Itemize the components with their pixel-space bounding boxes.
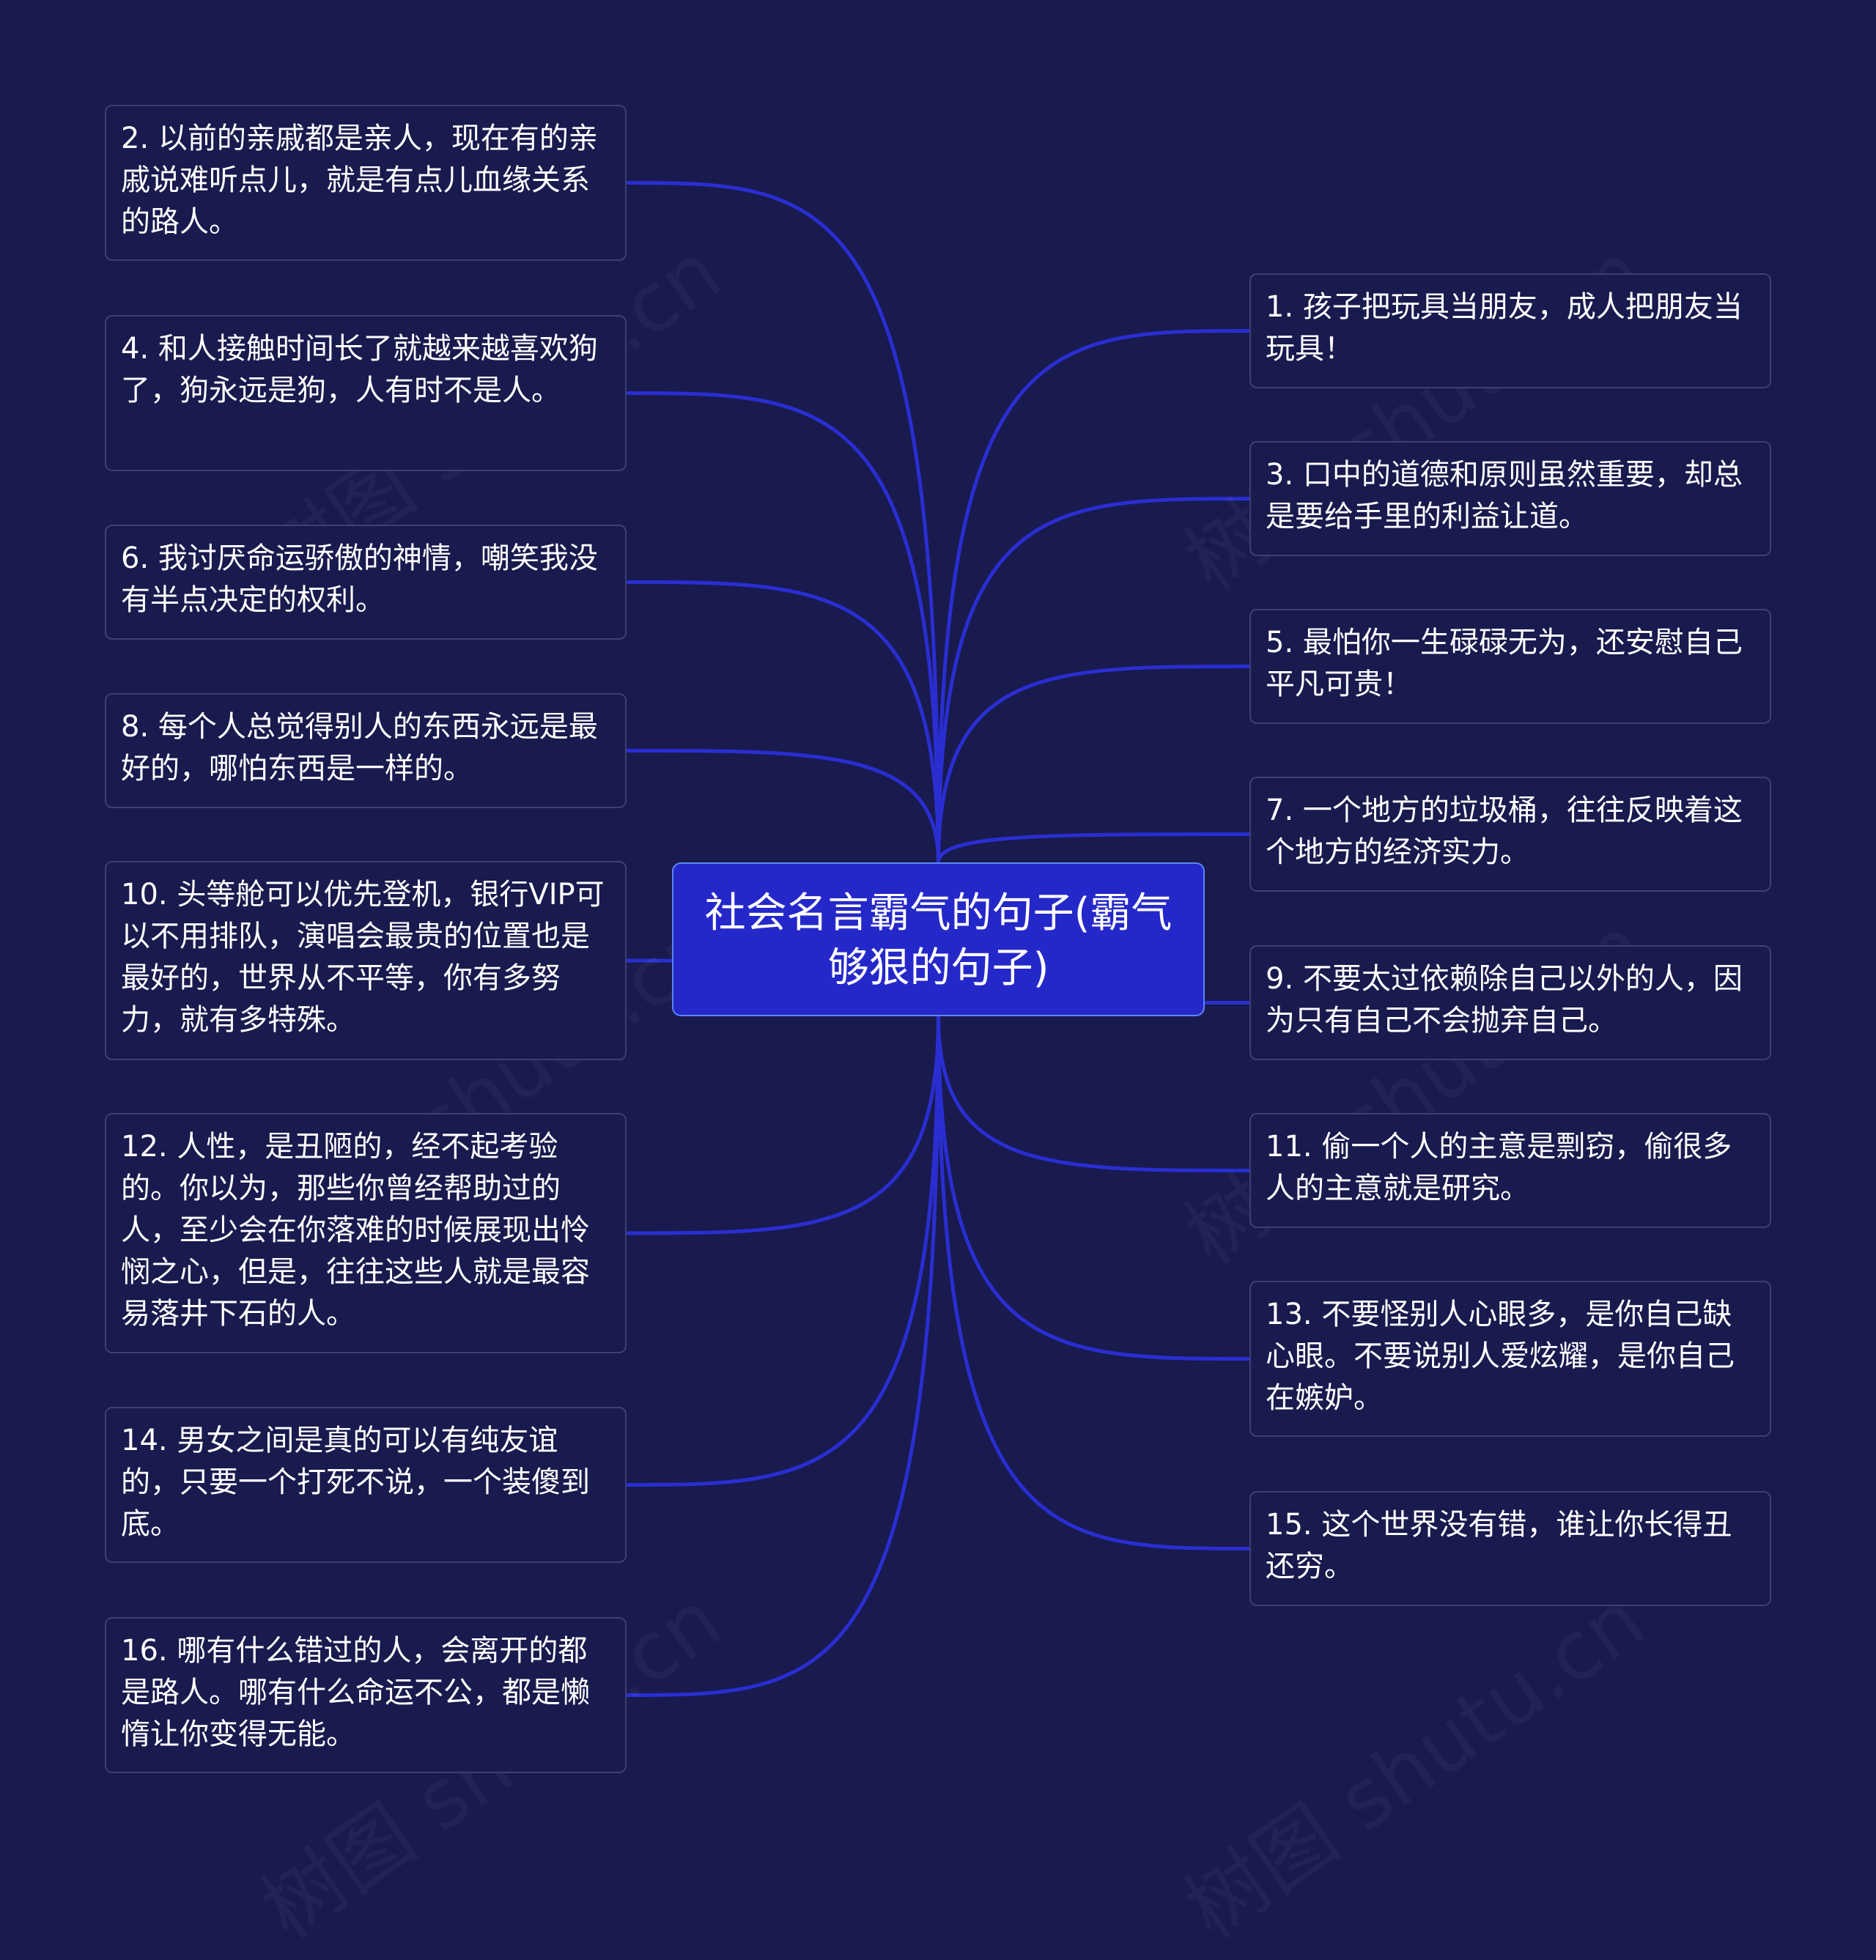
- topic-left-8[interactable]: 8. 每个人总觉得别人的东西永远是最好的，哪怕东西是一样的。: [105, 693, 627, 808]
- topic-left-12[interactable]: 12. 人性，是丑陋的，经不起考验的。你以为，那些你曾经帮助过的人，至少会在你落…: [105, 1113, 627, 1353]
- topic-right-7[interactable]: 7. 一个地方的垃圾桶，往往反映着这个地方的经济实力。: [1249, 777, 1771, 892]
- connector-line: [937, 1016, 1250, 1361]
- connector-line: [937, 1016, 1250, 1550]
- topic-right-3[interactable]: 3. 口中的道德和原则虽然重要，却总是要给手里的利益让道。: [1249, 441, 1771, 556]
- topic-right-1[interactable]: 1. 孩子把玩具当朋友，成人把朋友当玩具！: [1249, 273, 1771, 388]
- topic-right-9[interactable]: 9. 不要太过依赖除自己以外的人，因为只有自己不会抛弃自己。: [1249, 945, 1771, 1060]
- connector-line: [937, 497, 1250, 863]
- connector-line: [626, 749, 940, 863]
- topic-left-16[interactable]: 16. 哪有什么错过的人，会离开的都是路人。哪有什么命运不公，都是懒惰让你变得无…: [105, 1617, 627, 1773]
- topic-left-6[interactable]: 6. 我讨厌命运骄傲的神情，嘲笑我没有半点决定的权利。: [105, 525, 627, 640]
- topic-left-2[interactable]: 2. 以前的亲戚都是亲人，现在有的亲戚说难听点儿，就是有点儿血缘关系的路人。: [105, 105, 627, 261]
- mind-map-canvas: 树图 shutu.cn 树图 shutu.cn 树图 shutu.cn 树图 s…: [105, 105, 1771, 1773]
- connector-line: [937, 665, 1250, 863]
- topic-left-14[interactable]: 14. 男女之间是真的可以有纯友谊的，只要一个打死不说，一个装傻到底。: [105, 1407, 627, 1563]
- connector-line: [937, 832, 1250, 863]
- connector-line: [937, 329, 1250, 863]
- connector-line: [626, 1016, 940, 1697]
- topic-right-13[interactable]: 13. 不要怪别人心眼多，是你自己缺心眼。不要说别人爱炫耀，是你自己在嫉妒。: [1249, 1281, 1771, 1437]
- connector-line: [626, 580, 940, 863]
- connector-line: [937, 1016, 1250, 1172]
- topic-left-10[interactable]: 10. 头等舱可以优先登机，银行VIP可以不用排队，演唱会最贵的位置也是最好的，…: [105, 861, 627, 1060]
- topic-right-15[interactable]: 15. 这个世界没有错，谁让你长得丑还穷。: [1249, 1491, 1771, 1606]
- topic-left-4[interactable]: 4. 和人接触时间长了就越来越喜欢狗了，狗永远是狗，人有时不是人。: [105, 315, 627, 471]
- connector-line: [626, 391, 940, 863]
- connector-line: [626, 181, 940, 863]
- connector-line: [626, 1016, 940, 1487]
- topic-right-11[interactable]: 11. 偷一个人的主意是剽窃，偷很多人的主意就是研究。: [1249, 1113, 1771, 1228]
- topic-right-5[interactable]: 5. 最怕你一生碌碌无为，还安慰自己平凡可贵！: [1249, 609, 1771, 724]
- connector-line: [626, 1016, 940, 1235]
- root-topic[interactable]: 社会名言霸气的句子(霸气够狠的句子): [672, 862, 1205, 1016]
